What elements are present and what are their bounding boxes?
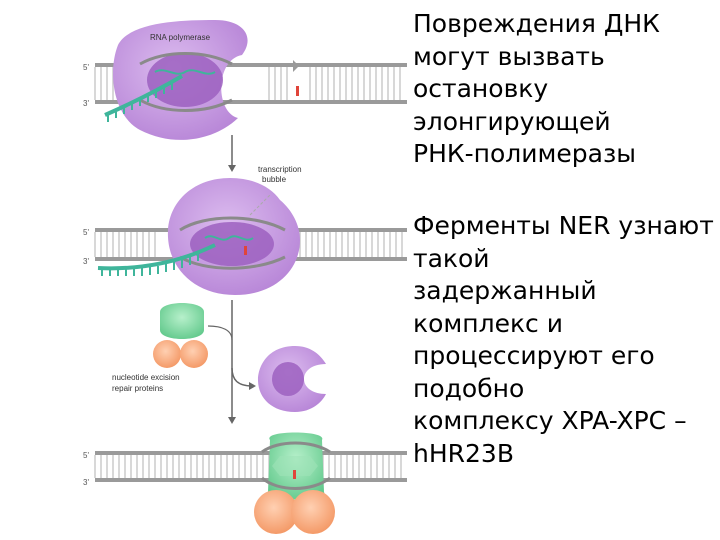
polymerase-active-site-1 [147, 53, 223, 107]
stage-3: 5' 3' [83, 432, 407, 534]
dna-strands-stage-3 [94, 451, 407, 482]
arrow-down-2 [207, 300, 256, 424]
paragraph-2-line: комплексу XPA-XPC – [413, 406, 687, 435]
rna-transcript-1 [104, 74, 184, 122]
ner-orange-complex-right [291, 490, 335, 534]
ner-orange-protein-right [180, 340, 208, 368]
dna-lesion-2 [244, 246, 247, 255]
transcription-bubble-1 [139, 52, 233, 112]
paragraph-2-line: hHR23B [413, 438, 514, 468]
paragraph-1: Повреждения ДНК могут вызвать остановку … [413, 8, 713, 171]
rna-polymerase-label: RNA polymerase [150, 33, 211, 42]
paragraph-1-line: могут вызвать [413, 41, 605, 71]
paragraph-2-line: Ферменты NER узнают [413, 211, 714, 240]
paragraph-1-line: РНК-полимеразы [413, 139, 636, 168]
three-prime-label-1: 3' [83, 99, 89, 108]
stage-3-bubble-inner [272, 456, 318, 476]
paragraph-2-line: процессируют его [413, 341, 655, 370]
ner-proteins [153, 303, 208, 368]
paragraph-2-line: такой [413, 243, 490, 273]
arrow-down-1 [228, 135, 236, 172]
polymerase-active-site-2 [190, 222, 274, 266]
transcription-bubble-2 [179, 216, 286, 270]
dna-strands-stage-1 [94, 63, 407, 104]
stage-1-wavy-dna [154, 69, 216, 75]
stage-2: 5' 3' [83, 178, 407, 295]
ner-green-protein [160, 303, 204, 339]
ner-label-2: repair proteins [112, 384, 163, 393]
stage-2-wavy-dna [204, 235, 254, 241]
released-rna-polymerase [258, 346, 326, 412]
rna-transcript-2 [97, 243, 216, 276]
dna-lesion-3 [293, 470, 296, 479]
ner-label-1: nucleotide excision [112, 373, 180, 382]
stage-1: 5' 3' RNA polymerase [83, 20, 407, 140]
paragraph-2-line: задержанный [413, 276, 597, 305]
dna-lesion-1 [293, 60, 299, 96]
paragraph-1-line: Повреждения ДНК [413, 9, 660, 38]
ner-orange-protein-left [153, 340, 181, 368]
paragraph-2-line: комплекс и [413, 308, 563, 338]
paragraph-2-line: подобно [413, 373, 525, 403]
ner-diagram: 5' 3' RNA polymerase transcription bubbl… [83, 20, 407, 534]
transcription-bubble-label-1: transcription [258, 165, 302, 174]
ner-orange-complex-left [254, 490, 298, 534]
transcription-bubble-label-2: bubble [262, 175, 287, 184]
three-prime-label-3: 3' [83, 478, 89, 487]
five-prime-label-1: 5' [83, 63, 89, 72]
three-prime-label-2: 3' [83, 257, 89, 266]
paragraph-1-line: остановку [413, 74, 549, 103]
paragraph-2: Ферменты NER узнают такой задержанный ко… [413, 210, 714, 470]
paragraph-1-line: элонгирующей [413, 106, 611, 136]
five-prime-label-2: 5' [83, 228, 89, 237]
five-prime-label-3: 5' [83, 451, 89, 460]
stage-3-bubble [261, 441, 331, 490]
